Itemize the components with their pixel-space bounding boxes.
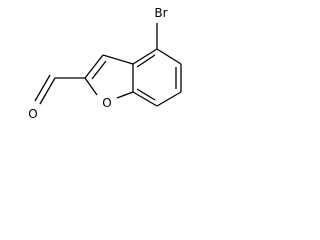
bond-c2-o1	[84, 77, 98, 96]
bond-c3a-c4	[132, 48, 158, 65]
bond-c3a-c4-inner	[136, 54, 156, 68]
bond-c7-c7a	[132, 91, 158, 107]
benzofuran-structure-diagram: Br O O	[28, 6, 182, 121]
bond-cho-o-inner	[34, 74, 51, 102]
bond-c3a-c3	[102, 54, 134, 65]
bond-o1-c7a	[116, 91, 134, 99]
carbonyl-oxygen-label: O	[28, 107, 37, 121]
bromine-label: Br	[154, 6, 167, 20]
bond-c6-c7	[156, 91, 182, 107]
bond-c4-c5	[156, 48, 182, 65]
furan-ring	[84, 54, 134, 99]
bond-c3-c2	[84, 54, 104, 79]
aldehyde-group	[34, 74, 85, 105]
bond-cho-o	[39, 77, 56, 105]
benzene-ring	[132, 48, 182, 107]
bond-c3-c2-inner	[91, 60, 107, 80]
bond-c7-c7a-inner	[136, 88, 156, 101]
ring-oxygen-label: O	[102, 96, 111, 110]
